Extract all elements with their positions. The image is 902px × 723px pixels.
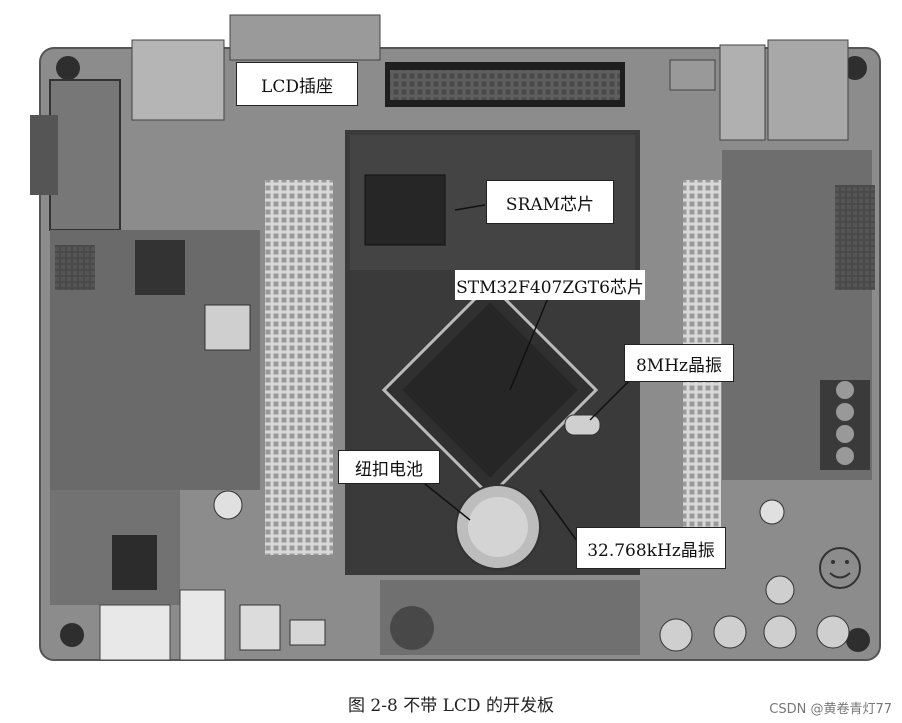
- pointer-line: [589, 379, 631, 421]
- mount-hole: [846, 628, 870, 652]
- pointer-line: [539, 489, 581, 546]
- key-button: [816, 615, 850, 649]
- micro-usb: [669, 59, 716, 91]
- key-button: [659, 618, 693, 652]
- side-header: [835, 185, 875, 290]
- key-button: [763, 615, 797, 649]
- tf-card-slot: [131, 39, 225, 121]
- mount-hole: [60, 623, 84, 647]
- callout-mcu-chip: STM32F407ZGT6芯片: [455, 270, 645, 300]
- reset-button: [239, 604, 281, 651]
- pointer-line: [419, 479, 471, 521]
- mount-hole: [843, 56, 867, 80]
- smiley-logo: [819, 547, 861, 589]
- top-connector: [229, 14, 381, 61]
- left-pin-header: [265, 180, 333, 555]
- callout-crystal-32k: 32.768kHz晶振: [576, 527, 726, 569]
- stm32-mcu: [381, 281, 599, 499]
- bottom-module-area: [380, 580, 640, 655]
- usb-port-bottom: [179, 589, 226, 661]
- db9-connector: [49, 79, 121, 231]
- mount-hole: [56, 56, 80, 80]
- key-button: [765, 575, 795, 605]
- key-button: [713, 615, 747, 649]
- pointer-line: [454, 204, 486, 211]
- callout-coin-battery: 纽扣电池: [338, 450, 440, 484]
- crystal-8mhz-part: [564, 414, 601, 436]
- watermark: CSDN @黄卷青灯77: [769, 702, 892, 717]
- callout-crystal-8mhz: 8MHz晶振: [624, 344, 734, 382]
- figure-caption: 图 2-8 不带 LCD 的开发板: [348, 696, 554, 716]
- callout-lcd-socket: LCD插座: [236, 62, 358, 106]
- pointer-line: [509, 297, 549, 391]
- dev-board-photo: [30, 14, 881, 661]
- ethernet-jack: [767, 39, 849, 141]
- sram-ic: [364, 174, 446, 246]
- usb-port-bottom: [99, 604, 171, 661]
- capacitor: [759, 499, 785, 525]
- boot-switch: [289, 619, 326, 646]
- usb-port: [719, 44, 766, 141]
- callout-sram-chip: SRAM芯片: [486, 180, 614, 224]
- capacitor: [213, 490, 243, 520]
